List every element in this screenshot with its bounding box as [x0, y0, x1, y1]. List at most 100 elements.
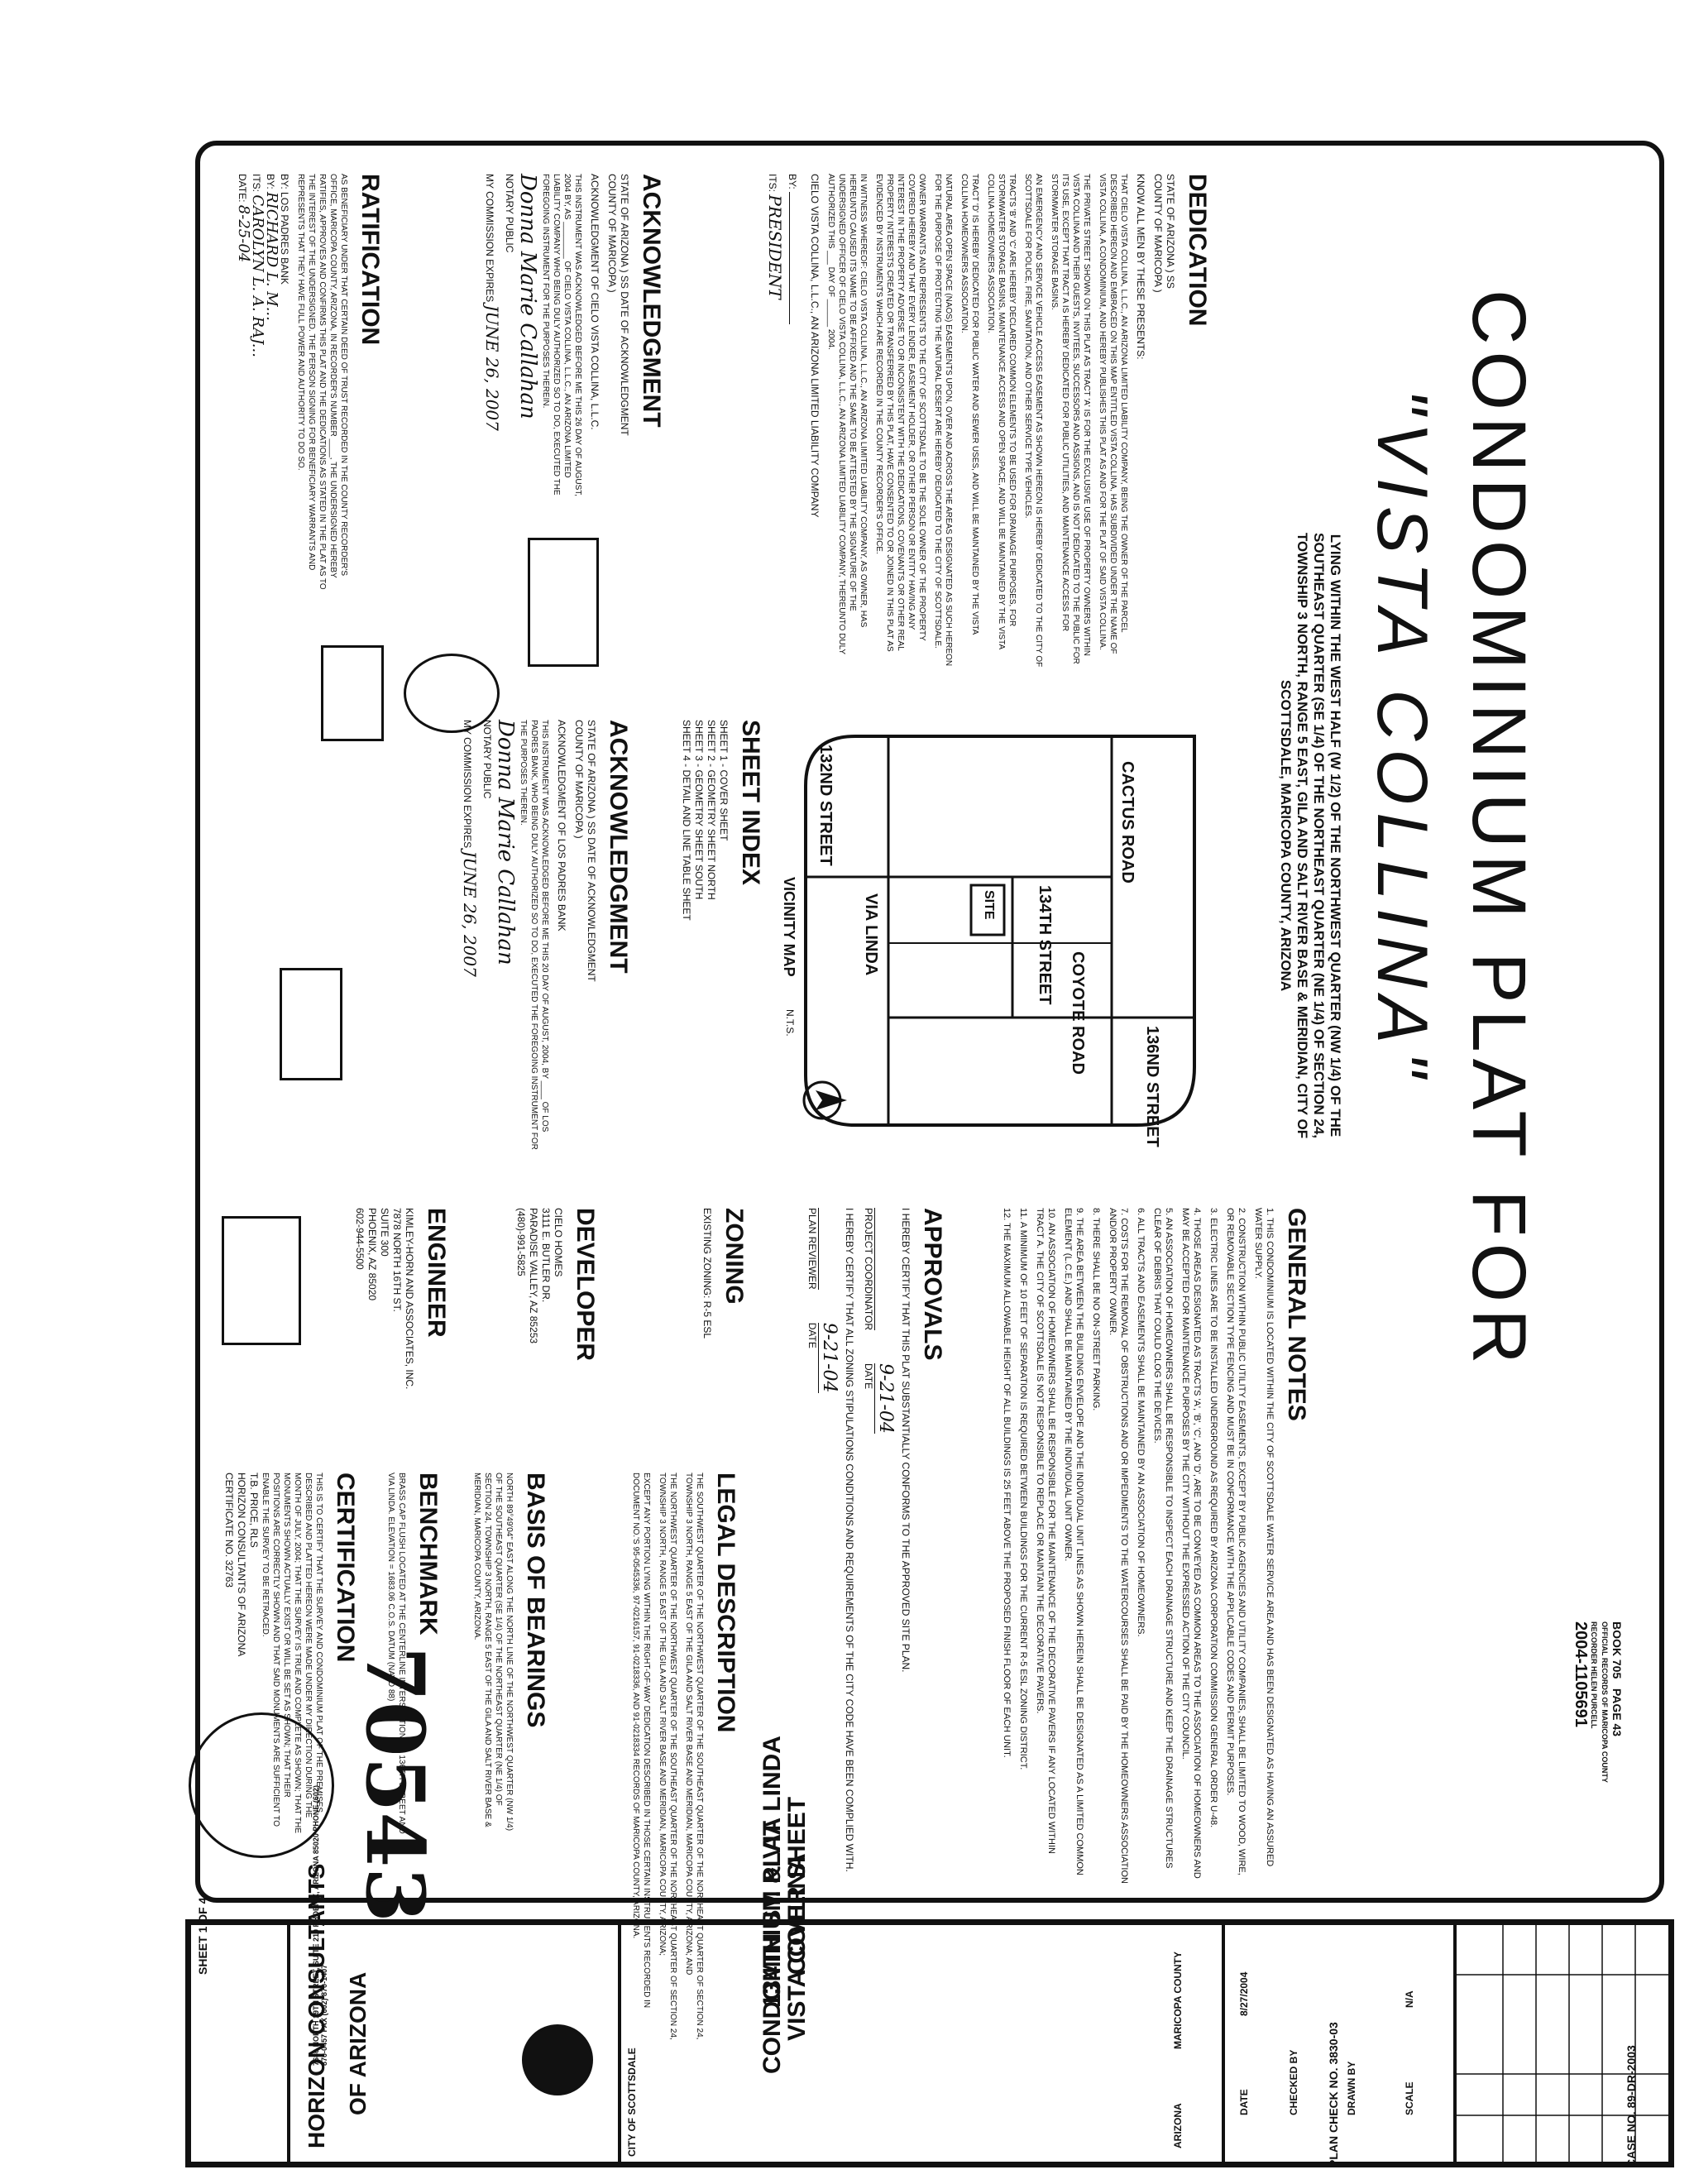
official-records: OFFICIAL RECORDS OF MARICOPA COUNTY RECO…	[1590, 1621, 1609, 1783]
dedication-p6: NATURAL AREA OPEN SPACE (NAOS) EASEMENTS…	[933, 174, 953, 667]
basis-of-bearings: BASIS OF BEARINGS NORTH 89°49'04" EAST A…	[471, 1473, 549, 1837]
134th-street-label: 134TH STREET	[1036, 885, 1054, 1005]
scale-value: N/A	[1404, 1990, 1415, 2008]
firm-block: HORIZON CONSULTANTS OF ARIZONA 7680 NORT…	[289, 1785, 620, 2163]
plat-sheet: BOOK 705 PAGE 43 OFFICIAL RECORDS OF MAR…	[185, 141, 1674, 2176]
general-note-8: 8. THERE SHALL BE NO ON-STREET PARKING.	[1091, 1208, 1101, 1411]
sheet-index: SHEET INDEX SHEET 1 - COVER SHEET SHEET …	[680, 720, 764, 968]
ratification-its: ITS:	[251, 174, 262, 193]
engineer-stamp	[222, 1216, 301, 1345]
dedication-heading: DEDICATION	[1184, 174, 1211, 327]
project-title-block: MARICOPA COUNTY ARIZONA CITY OF SCOTTSDA…	[620, 1736, 1223, 2163]
dedication-p8: IN WITNESS WHEREOF: CIELO VISTA COLLINA,…	[826, 174, 868, 654]
developer-section: DEVELOPER CIELO HOMES 3111 E. BUTLER DR.…	[514, 1208, 599, 1439]
firm-address: 7680 NORTH 19TH STREET, SUITE 210 PHOENI…	[312, 1785, 328, 2066]
approvals-text-1: I HEREBY CERTIFY THAT THIS PLAT SUBSTANT…	[900, 1208, 912, 1673]
dedication-p4: TRACTS 'B' AND 'C' ARE HEREBY DECLARED C…	[986, 174, 1017, 649]
cactus-road-label: CACTUS ROAD	[1118, 761, 1137, 884]
vicinity-nts: N.T.S.	[784, 1009, 796, 1037]
lying-within-text: LYING WITHIN THE WEST HALF (W 1/2) OF TH…	[1278, 532, 1343, 1139]
engineer-line-4: PHOENIX, AZ 85020	[366, 1208, 378, 1301]
drawn-label: DRAWN BY	[1346, 2061, 1357, 2115]
developer-line-1: CIELO HOMES	[553, 1208, 564, 1277]
revision-table	[1455, 1923, 1670, 2163]
date-label: DATE	[1238, 2089, 1250, 2115]
doc-number: 2004-1105691	[1572, 1621, 1590, 1727]
ratification-section: RATIFICATION AS BENEFICIARY UNDER THAT C…	[235, 174, 384, 604]
vicinity-map: CACTUS ROAD 134TH STREET COYOTE ROAD 136…	[781, 711, 1211, 1175]
zoning-heading: ZONING	[720, 1208, 748, 1305]
via-linda-label: VIA LINDA	[862, 893, 880, 976]
sheet-number: SHEET 1 OF 4	[196, 1897, 209, 1975]
notary-stamp-right	[280, 968, 342, 1080]
tb-project-title-3: 134TH ST. & VIA LINDA	[758, 1736, 786, 2008]
general-note-4: 4. THOSE AREAS DESIGNATED AS TRACTS 'A',…	[1180, 1208, 1202, 1879]
page-title: CONDOMINIUM PLAT FOR	[1457, 290, 1541, 1371]
approvals-text-2: I HEREBY CERTIFY THAT ALL ZONING STIPULA…	[844, 1208, 855, 1872]
approvals-heading: APPROVALS	[919, 1208, 946, 1361]
general-note-1: 1. THIS CONDOMINIUM IS LOCATED WITHIN TH…	[1253, 1208, 1275, 1867]
firm-name-2: OF ARIZONA	[345, 1971, 371, 2115]
general-note-7: 7. COSTS FOR THE REMOVAL OF OBSTRUCTIONS…	[1108, 1208, 1129, 1884]
approvals-role-2: PLAN REVIEWER	[806, 1208, 819, 1290]
approvals-role-1: PROJECT COORDINATOR	[862, 1208, 875, 1331]
title-block: SCALE N/A DRAWN BY CHECKED BY DATE 8/27/…	[185, 1736, 1674, 2167]
dedication-company: CIELO VISTA COLLINA, L.L.C., AN ARIZONA …	[809, 174, 821, 518]
sheet-index-heading: SHEET INDEX	[737, 720, 764, 886]
engineer-line-5: 602-944-5500	[354, 1208, 366, 1270]
vicinity-map-title: VICINITY MAP	[781, 877, 797, 977]
sheet-index-item-4: SHEET 4 - DETAIL AND LINE TABLE SHEET	[681, 720, 692, 921]
dedication-county: COUNTY OF MARICOPA	[1152, 174, 1164, 287]
bank-stamp	[321, 645, 384, 741]
ack-right-commission-date: June 26, 2007	[460, 850, 480, 977]
sheet-index-item-2: SHEET 2 - GEOMETRY SHEET NORTH	[706, 720, 717, 900]
dedication-by-label: BY:	[787, 174, 798, 189]
ack-left-county: COUNTY OF MARICOPA	[606, 174, 618, 287]
engineer-line-3: SUITE 300	[379, 1208, 390, 1257]
ack-left-notary: NOTARY PUBLIC	[504, 174, 515, 253]
sheet-index-item-1: SHEET 1 - COVER SHEET	[718, 720, 730, 841]
ratification-by2: BY:	[265, 174, 276, 189]
dedication-p2: THE PRIVATE STREET SHOWN ON THIS PLAT AS…	[1050, 174, 1091, 664]
project-name: "VISTA COLLINA"	[1362, 389, 1442, 1085]
ratification-date-value: 8-25-04	[235, 204, 252, 263]
tb-project-title-4: COVER SHEET	[783, 1796, 811, 1975]
revision-grid	[1457, 1925, 1668, 2162]
ack-left-ss: SS DATE OF ACKNOWLEDGMENT	[619, 275, 630, 436]
developer-line-2: 3111 E. BUTLER DR.	[540, 1208, 552, 1303]
coyote-road-label: COYOTE ROAD	[1069, 951, 1087, 1075]
vicinity-map-drawing	[802, 735, 1196, 1127]
dedication-section: DEDICATION STATE OF ARIZONA ) SS COUNTY …	[765, 174, 1211, 670]
site-label: SITE	[982, 890, 996, 920]
acknowledgment-right: ACKNOWLEDGMENT STATE OF ARIZONA ) SS DAT…	[460, 720, 632, 1183]
ack-right-commission: MY COMMISSION EXPIRES	[462, 720, 473, 849]
ack-right-ss: SS DATE OF ACKNOWLEDGMENT	[586, 821, 597, 982]
general-notes: GENERAL NOTES 1. THIS CONDOMINIUM IS LOC…	[996, 1208, 1310, 1886]
general-note-5: 5. AN ASSOCIATION OF HOMEOWNERS SHALL BE…	[1152, 1208, 1174, 1869]
ack-right-body: THIS INSTRUMENT WAS ACKNOWLEDGED BEFORE …	[519, 720, 549, 1150]
dedication-p7: OWNER WARRANTS AND REPRESENTS TO THE CIT…	[874, 174, 926, 652]
ack-right-notary-signature: Donna Marie Callahan	[493, 720, 518, 965]
ratification-date: DATE:	[237, 174, 248, 203]
zoning-section: ZONING EXISTING ZONING: R-5 ESL	[701, 1208, 748, 1439]
sheet-number-block: SHEET 1 OF 4	[189, 1898, 289, 2163]
ack-right-state: STATE OF ARIZONA	[586, 720, 597, 813]
developer-heading: DEVELOPER	[572, 1208, 599, 1362]
dedication-state: STATE OF ARIZONA	[1165, 174, 1176, 267]
ack-left-state: STATE OF ARIZONA	[619, 174, 630, 267]
dedication-its-signature: President	[765, 194, 785, 299]
general-note-12: 12. THE MAXIMUM ALLOWABLE HEIGHT OF ALL …	[1002, 1208, 1012, 1758]
dedication-p5: TRACT 'D' IS HEREBY DEDICATED FOR PUBLIC…	[959, 174, 979, 635]
dedication-p1: THAT CIELO VISTA COLLINA, L.L.C., AN ARI…	[1098, 174, 1128, 654]
general-note-11: 11. A MINIMUM OF 10 FEET OF SEPARATION I…	[1018, 1208, 1028, 1770]
case-number-strip: CASE NO. 89-DR-2003 PLAN CHECK NO. 3830-…	[185, 2022, 1674, 2176]
engineer-line-2: 7878 NORTH 16TH ST.	[391, 1208, 403, 1312]
developer-line-3: PARADISE VALLEY, AZ 85253	[528, 1208, 539, 1344]
general-note-9: 9. THE AREA BETWEEN THE BUILDING ENVELOP…	[1063, 1208, 1084, 1875]
checked-label: CHECKED BY	[1288, 2049, 1299, 2115]
date-value: 8/27/2004	[1238, 1971, 1250, 2016]
approvals-date-label-1: DATE	[862, 1363, 875, 1434]
firm-logo-icon	[522, 2024, 593, 2095]
general-note-10: 10. AN ASSOCIATION OF HOMEOWNERS SHALL B…	[1035, 1208, 1056, 1854]
ack-right-heading: ACKNOWLEDGMENT	[605, 720, 632, 974]
